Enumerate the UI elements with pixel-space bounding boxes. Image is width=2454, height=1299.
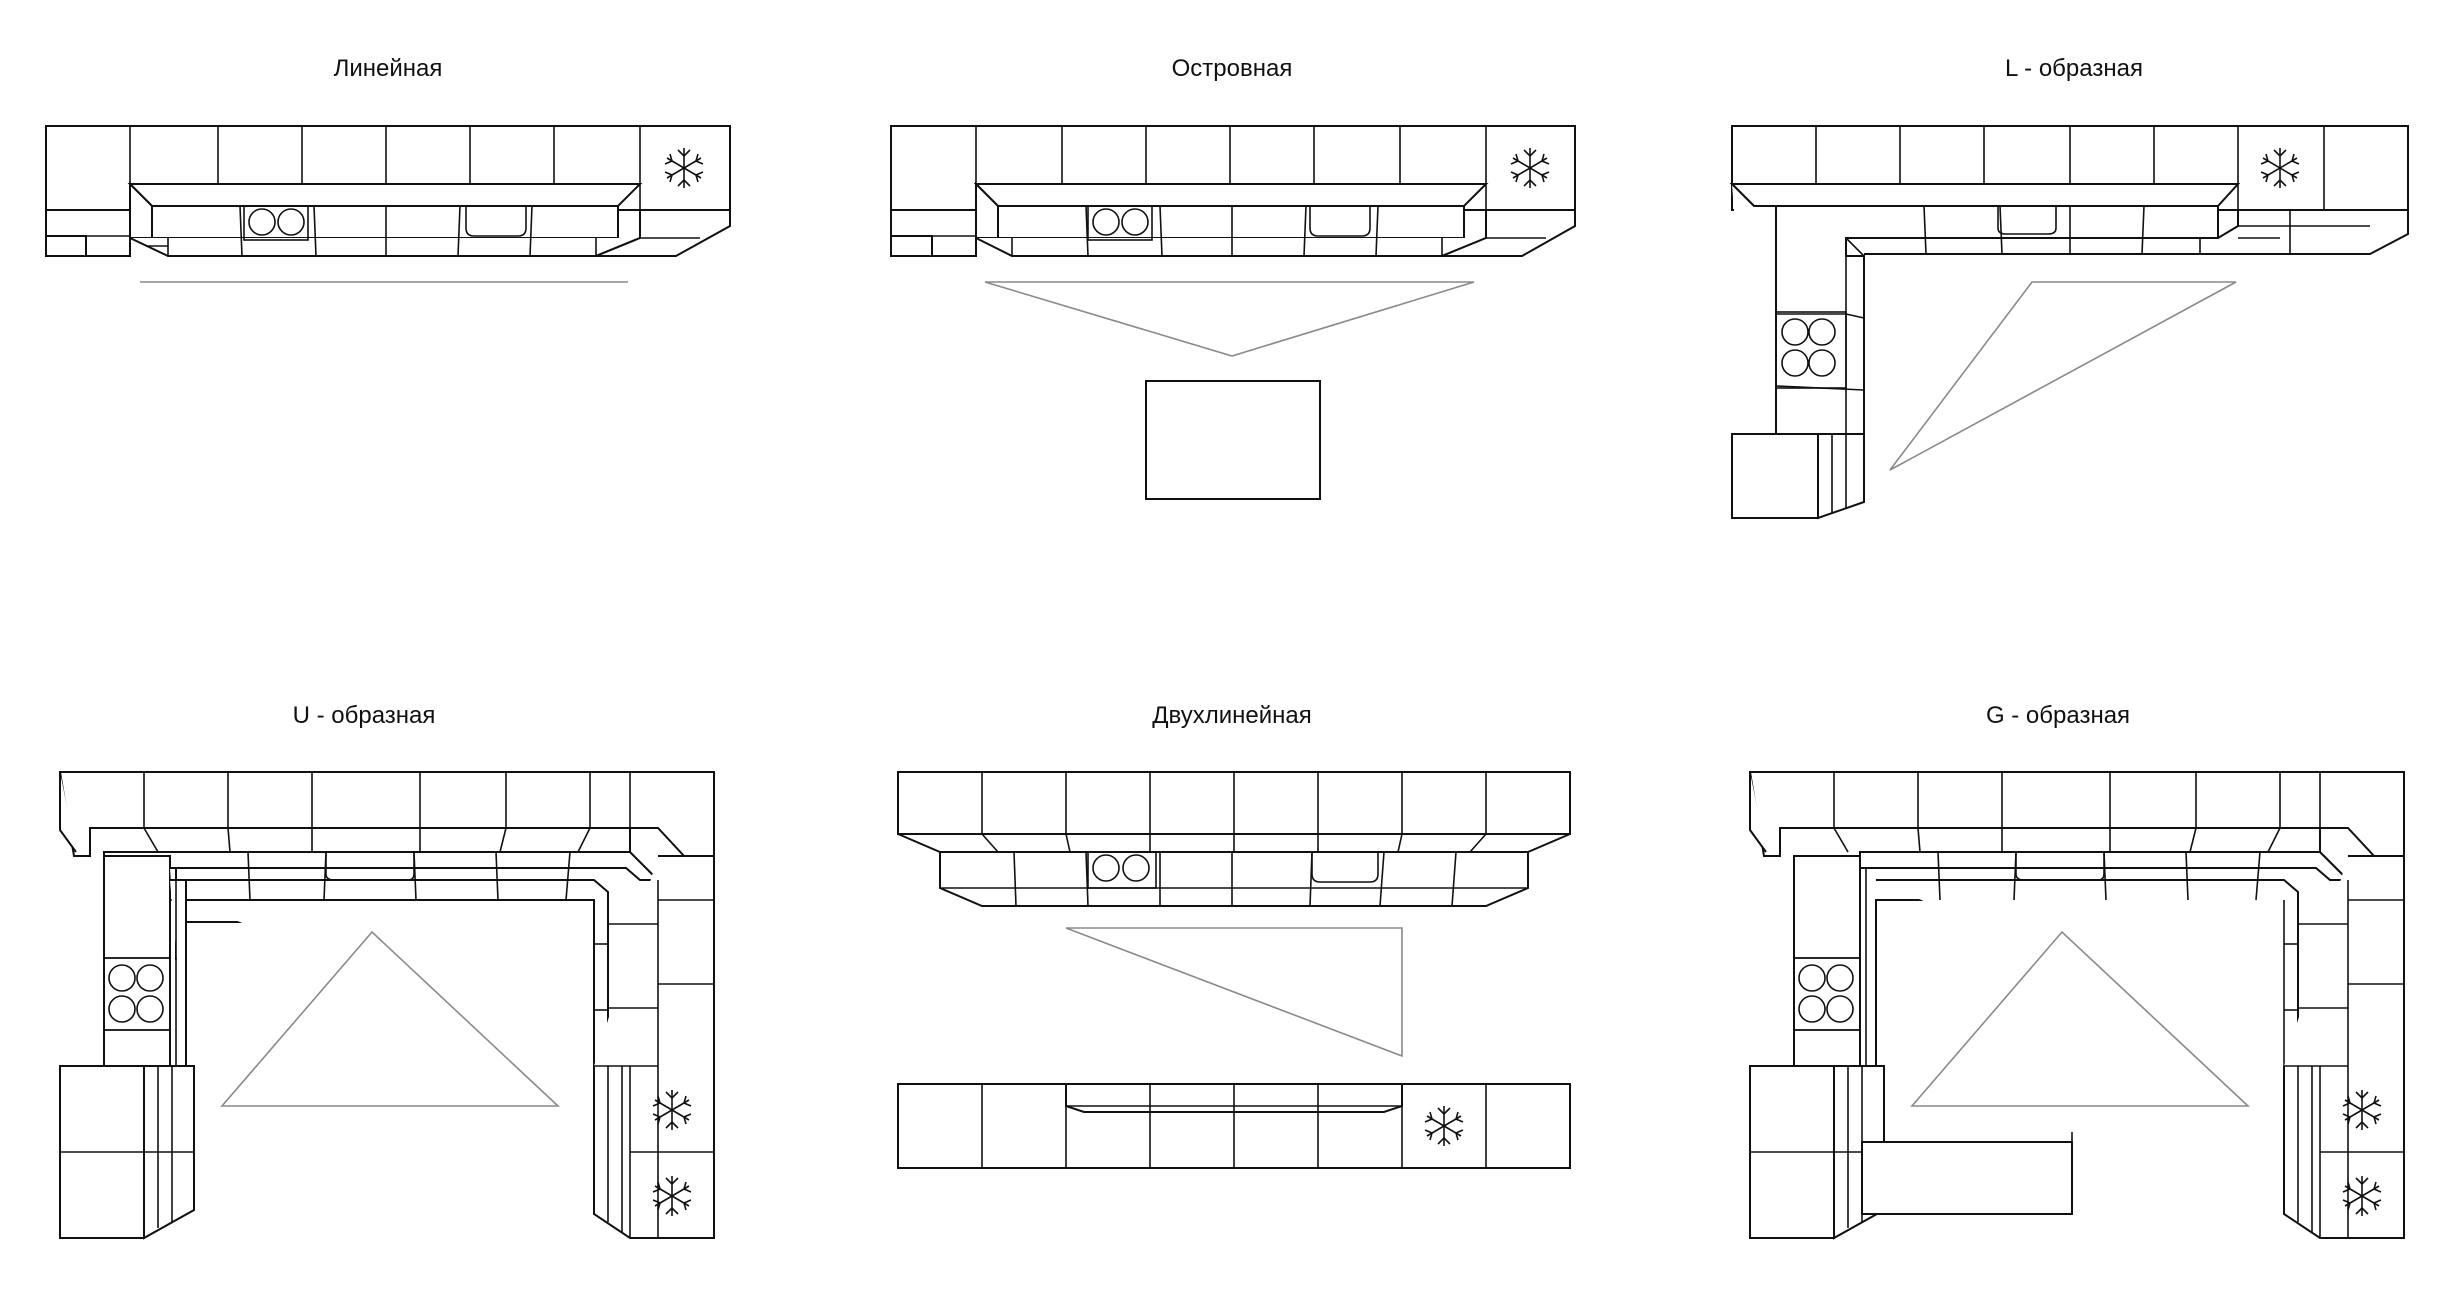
title-g-shaped: G - образная: [1986, 702, 2130, 729]
layout-u-shaped: [58, 771, 715, 1240]
base-counter-top: [939, 851, 1529, 907]
sink-icon: [465, 206, 527, 237]
wall-cabinets-top: [1748, 771, 2405, 857]
snowflake-icon: [2342, 1090, 2382, 1130]
sink-icon: [1311, 852, 1379, 883]
tall-cabinet-left: [59, 1065, 195, 1240]
base-counter: [45, 181, 731, 257]
layout-g-shaped: [1748, 771, 2405, 1240]
layout-linear: [45, 125, 731, 283]
base-counter: [103, 827, 715, 1239]
hob-four-burner-icon: [1775, 311, 1847, 389]
sink-icon: [1309, 206, 1371, 237]
hob-four-burner-icon: [103, 957, 171, 1031]
base-counter-bottom: [897, 1083, 1571, 1169]
snowflake-icon: [652, 1090, 692, 1130]
wall-cabinets-top: [897, 771, 1571, 853]
sink-icon: [1997, 206, 2057, 235]
snowflake-icon: [664, 148, 704, 188]
base-counter: [1793, 827, 2405, 1239]
work-triangle: [1889, 281, 2237, 471]
layout-galley: [897, 771, 1571, 1169]
snowflake-icon: [2260, 148, 2300, 188]
snowflake-icon: [1510, 148, 1550, 188]
base-counter: [1729, 183, 2409, 475]
tall-cabinet: [1731, 433, 1865, 520]
hob-two-burner-icon: [1087, 851, 1157, 889]
hob-two-burner-icon: [243, 205, 309, 241]
layout-l-shaped: [1729, 125, 2409, 520]
base-counter: [890, 181, 1576, 257]
sink-icon: [2015, 852, 2105, 881]
snowflake-icon: [652, 1176, 692, 1216]
title-linear: Линейная: [334, 55, 443, 82]
wall-cabinets-top: [58, 771, 715, 857]
hob-four-burner-icon: [1793, 957, 1861, 1031]
work-triangle: [984, 281, 1475, 357]
title-galley: Двухлинейная: [1152, 702, 1312, 729]
snowflake-icon: [1424, 1106, 1464, 1146]
peninsula-counter: [1861, 1132, 2073, 1215]
island-counter: [1145, 380, 1321, 500]
work-triangle: [1065, 927, 1403, 1058]
layout-island: [890, 125, 1576, 500]
title-l-shaped: L - образная: [2005, 55, 2143, 82]
tall-cabinet-left: [1749, 1065, 1885, 1240]
title-island: Островная: [1172, 55, 1293, 82]
work-triangle: [220, 930, 561, 1107]
work-triangle: [1910, 930, 2251, 1107]
hob-two-burner-icon: [1087, 205, 1153, 241]
title-u-shaped: U - образная: [293, 702, 436, 729]
snowflake-icon: [2342, 1176, 2382, 1216]
sink-icon: [325, 852, 415, 881]
